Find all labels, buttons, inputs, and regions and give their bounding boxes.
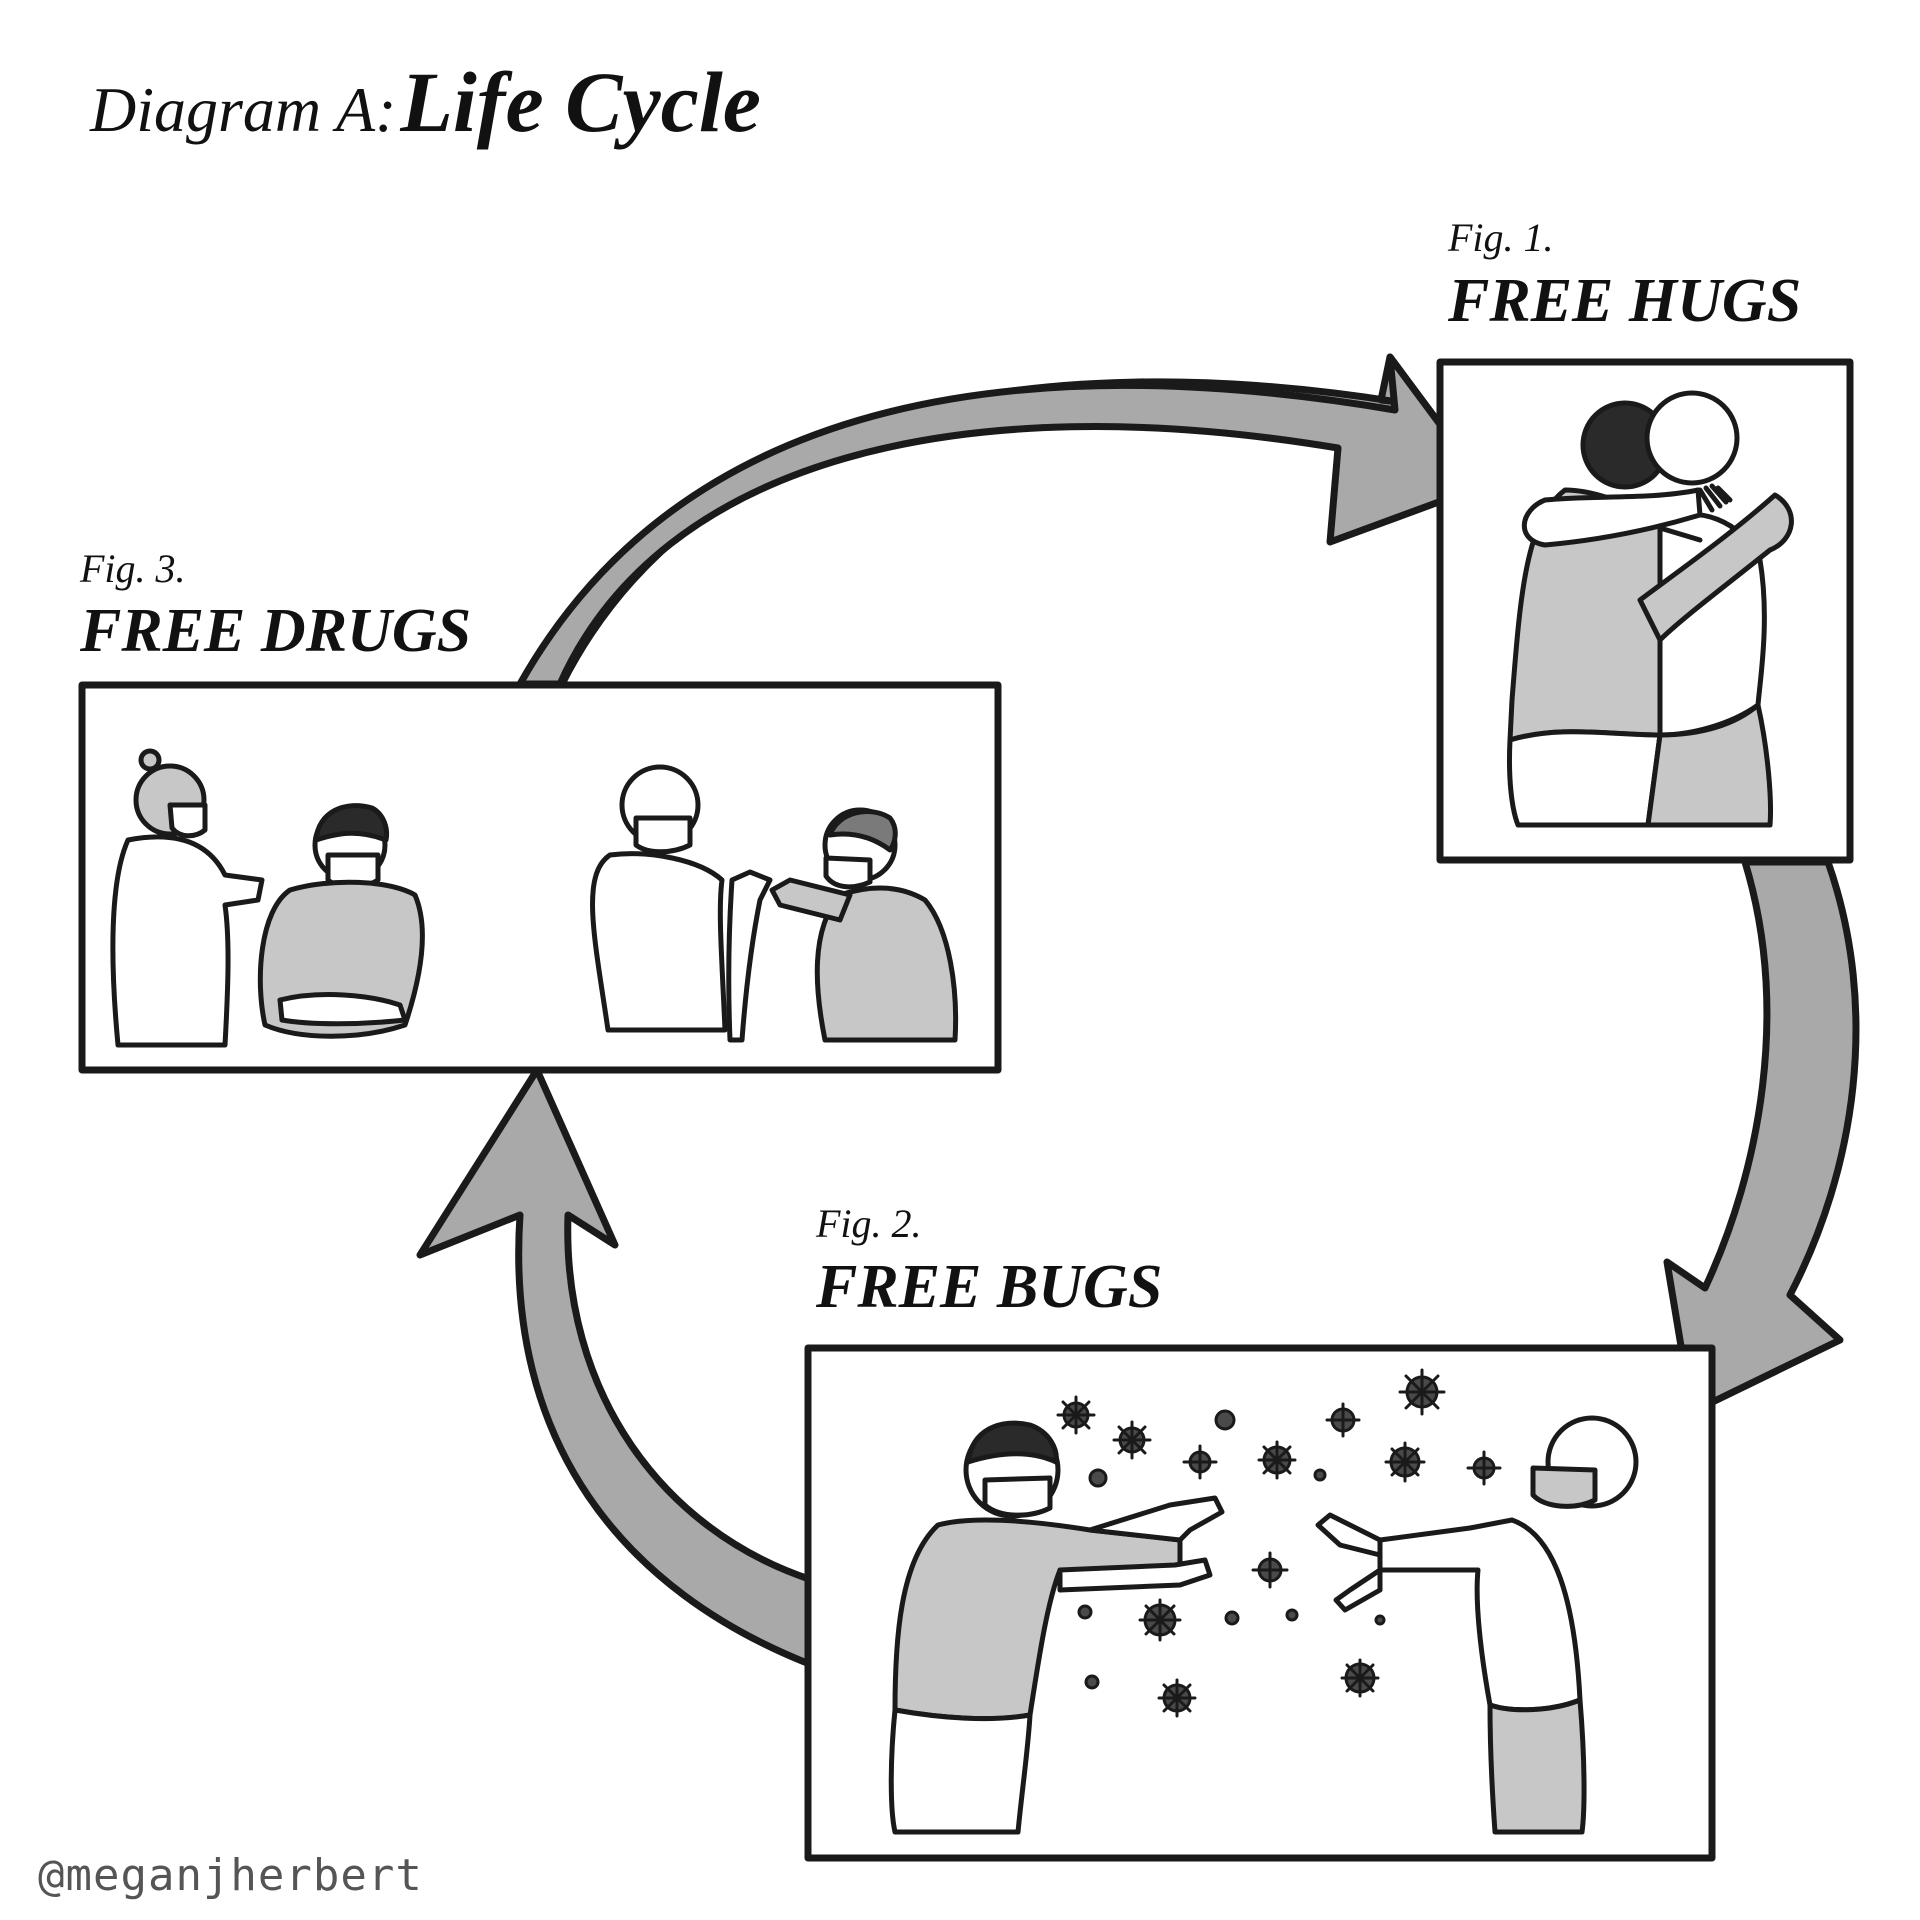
fig-2-title: FREE BUGS (816, 1253, 1163, 1321)
artist-signature: @meganjherbert (38, 1850, 423, 1901)
virus-spikes (1056, 1368, 1502, 1718)
hugging-people-illustration (1506, 390, 1794, 828)
cycle-arrow-right (1663, 858, 1860, 1416)
fig-1-label: Fig. 1. (1448, 215, 1554, 260)
fig-3-title: FREE DRUGS (80, 597, 472, 665)
reaching-people-illustration (888, 1415, 1639, 1835)
fig-3-label: Fig. 3. (80, 546, 186, 591)
vaccination-illustration (110, 748, 959, 1048)
fig-2-label: Fig. 2. (816, 1201, 922, 1246)
diagram-title: Diagram A: Life Cycle (90, 52, 761, 152)
cycle-arrow-top-body (516, 353, 1489, 688)
diagram-title-main: Life Cycle (400, 54, 761, 150)
diagram-title-prefix: Diagram A: (90, 74, 397, 145)
cycle-arrow-left (416, 1066, 816, 1669)
fig-1-title: FREE HUGS (1448, 267, 1802, 335)
